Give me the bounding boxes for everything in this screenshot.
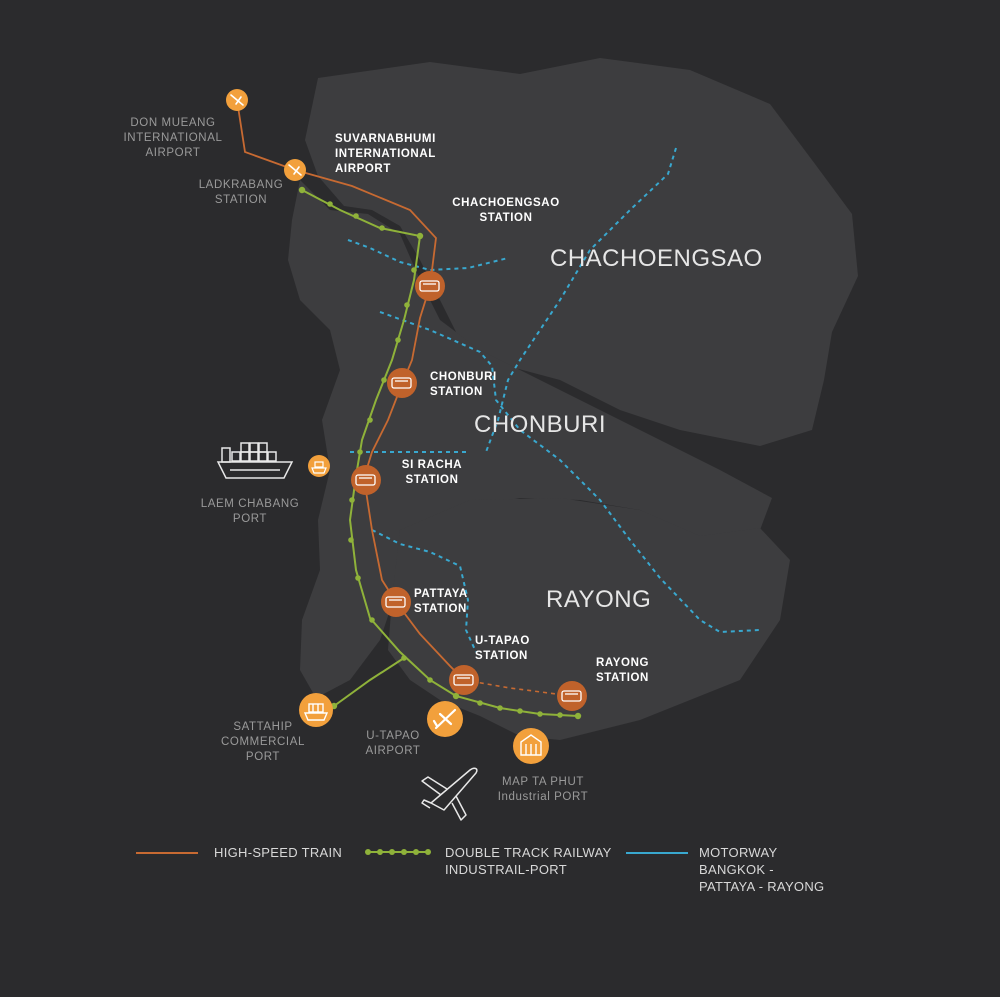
chachoengsao-station-marker[interactable] [415,271,445,301]
motorway-south [371,529,477,653]
legend-double-track-line [365,849,431,855]
rail-dot [537,711,543,717]
rail-dot [452,692,460,700]
laem-chabang-marker[interactable] [308,455,330,477]
rail-dot [477,700,483,706]
rail-dot [395,337,401,343]
don-mueang-marker[interactable] [226,89,248,111]
rail-dot [367,417,373,423]
rayong-station-marker[interactable] [557,681,587,711]
rail-dot [381,377,387,383]
factory-icon [520,734,542,756]
province-label-rayong: RAYONG [546,586,652,613]
cargo-ship-icon [216,442,294,479]
double-track-sattahip-branch [333,657,405,707]
high-speed-train-rayong-extension [463,679,573,697]
rail-dot [353,213,359,219]
chonburi-station-label: CHONBURI STATION [430,371,497,398]
rail-dot [298,186,306,194]
suvarnabhumi-marker[interactable] [284,159,306,181]
ladkrabang-label: LADKRABANG STATION [198,179,284,206]
rail-dot [357,449,363,455]
rail-dot [411,267,417,273]
rayong-station-label: RAYONG STATION [596,657,650,684]
rail-dot [427,677,433,683]
train-icon [355,474,376,486]
legend-high-speed-label: HIGH-SPEED TRAIN [214,845,343,860]
u-tapao-airport-marker[interactable] [427,701,463,737]
u-tapao-station-label: U-TAPAO STATION [475,635,530,662]
rayong-province [388,498,790,740]
legend-motorway-label: MOTORWAY BANGKOK - PATTAYA - RAYONG [699,845,825,894]
sattahip-label: SATTAHIP COMMERCIAL PORT [221,721,305,763]
rail-dot [574,712,582,720]
chonburi-station-marker[interactable] [387,368,417,398]
train-icon [453,674,474,686]
u-tapao-station-marker[interactable] [449,665,479,695]
don-mueang-label: DON MUEANG INTERNATIONAL AIRPORT [123,117,223,159]
rail-dot [327,201,333,207]
rail-dot [369,617,375,623]
rail-dot [557,712,563,718]
rail-dot [348,537,354,543]
rail-dot [379,225,385,231]
chachoengsao-province [305,58,858,446]
chachoengsao-station-label: CHACHOENGSAO STATION [452,197,560,224]
province-label-chachoengsao: CHACHOENGSAO [550,245,763,272]
rail-dot [404,302,410,308]
pattaya-station-label: PATTAYA STATION [414,588,468,615]
laem-chabang-label: LAEM CHABANG PORT [200,498,300,525]
pattaya-station-marker[interactable] [381,587,411,617]
sattahip-marker[interactable] [299,693,333,727]
train-icon [419,280,440,292]
province-label-chonburi: CHONBURI [474,411,607,438]
chonburi-province [288,180,772,698]
suvarnabhumi-label: SUVARNABHUMI INTERNATIONAL AIRPORT [335,133,436,175]
legend-double-track-label: DOUBLE TRACK RAILWAY INDUSTRAIL-PORT [445,845,612,877]
cargo-ship-icon [311,461,327,474]
rail-dot [517,708,523,714]
train-icon [385,596,406,608]
motorway-branch-diagonal [379,311,761,634]
airplane-icon [432,708,457,730]
airplane-icon [288,164,302,176]
si-racha-station-label: SI RACHA STATION [401,459,463,486]
rail-dot [401,655,407,661]
cargo-ship-icon [303,703,329,721]
train-icon [391,377,412,389]
airplane-icon [421,767,478,821]
map-ta-phut-label: MAP TA PHUT Industrial PORT [497,776,589,803]
u-tapao-airport-label: U-TAPAO AIRPORT [365,730,421,757]
airplane-icon [230,94,244,106]
rail-dot [355,575,361,581]
double-track-dots [298,186,582,720]
rail-dot [416,232,424,240]
map-ta-phut-marker[interactable] [513,728,549,764]
si-racha-station-marker[interactable] [351,465,381,495]
rail-dot [497,705,503,711]
train-icon [561,690,582,702]
rail-dot [349,497,355,503]
